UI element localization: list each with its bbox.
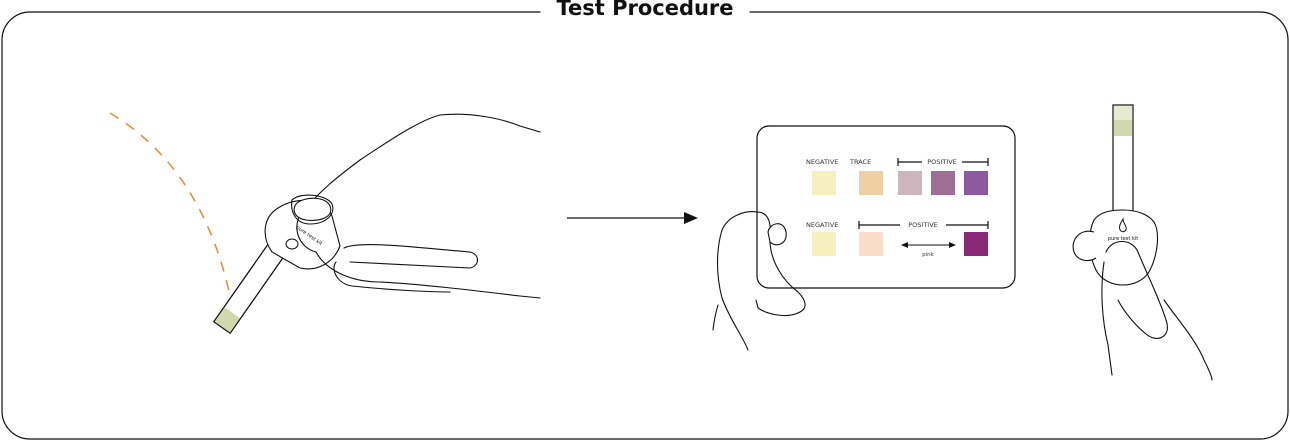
step-arrow bbox=[567, 212, 698, 224]
test-strip bbox=[213, 240, 288, 334]
hand-step1 bbox=[291, 113, 541, 299]
row2-positive-bracket bbox=[858, 221, 989, 229]
upright-strip-pad bbox=[1114, 120, 1132, 136]
step-dip-strip: pure test kit bbox=[109, 112, 541, 334]
pink-label: pink bbox=[922, 252, 935, 258]
row1-swatch-negative bbox=[812, 171, 836, 195]
page-title: Test Procedure bbox=[540, 0, 750, 22]
row2-negative-label: NEGATIVE bbox=[806, 221, 838, 229]
upright-device-body bbox=[1089, 209, 1159, 286]
row1-trace-label: TRACE bbox=[849, 158, 871, 166]
upright-strip-pad-top bbox=[1114, 106, 1132, 120]
row1-swatch-positive-1 bbox=[898, 171, 922, 195]
color-chart-card: NEGATIVE TRACE POSITIVE NEGATIVE POSITIV… bbox=[712, 125, 1016, 351]
row1-positive-label: POSITIVE bbox=[927, 158, 957, 166]
row2-positive-label: POSITIVE bbox=[908, 221, 938, 229]
pink-range-arrow bbox=[901, 242, 956, 248]
side-knob bbox=[1072, 230, 1097, 262]
row1-negative-label: NEGATIVE bbox=[806, 158, 838, 166]
row2-swatch-light bbox=[859, 232, 883, 256]
thumb-step1 bbox=[293, 197, 332, 221]
row1-swatch-positive-2 bbox=[931, 171, 955, 195]
row2-swatch-negative bbox=[812, 232, 836, 256]
step-upright-device: pure test kit bbox=[1072, 104, 1213, 381]
hand-step3 bbox=[1101, 240, 1213, 381]
row1-swatch-trace bbox=[859, 171, 883, 195]
device-brand-text-step3: pure test kit bbox=[1108, 236, 1138, 242]
motion-arc bbox=[109, 112, 233, 306]
drop-logo-icon bbox=[1119, 217, 1127, 233]
row1-swatch-positive-3 bbox=[964, 171, 988, 195]
thumb-card bbox=[767, 223, 787, 246]
row1-positive-bracket bbox=[897, 158, 989, 166]
row2-swatch-positive bbox=[964, 232, 988, 256]
